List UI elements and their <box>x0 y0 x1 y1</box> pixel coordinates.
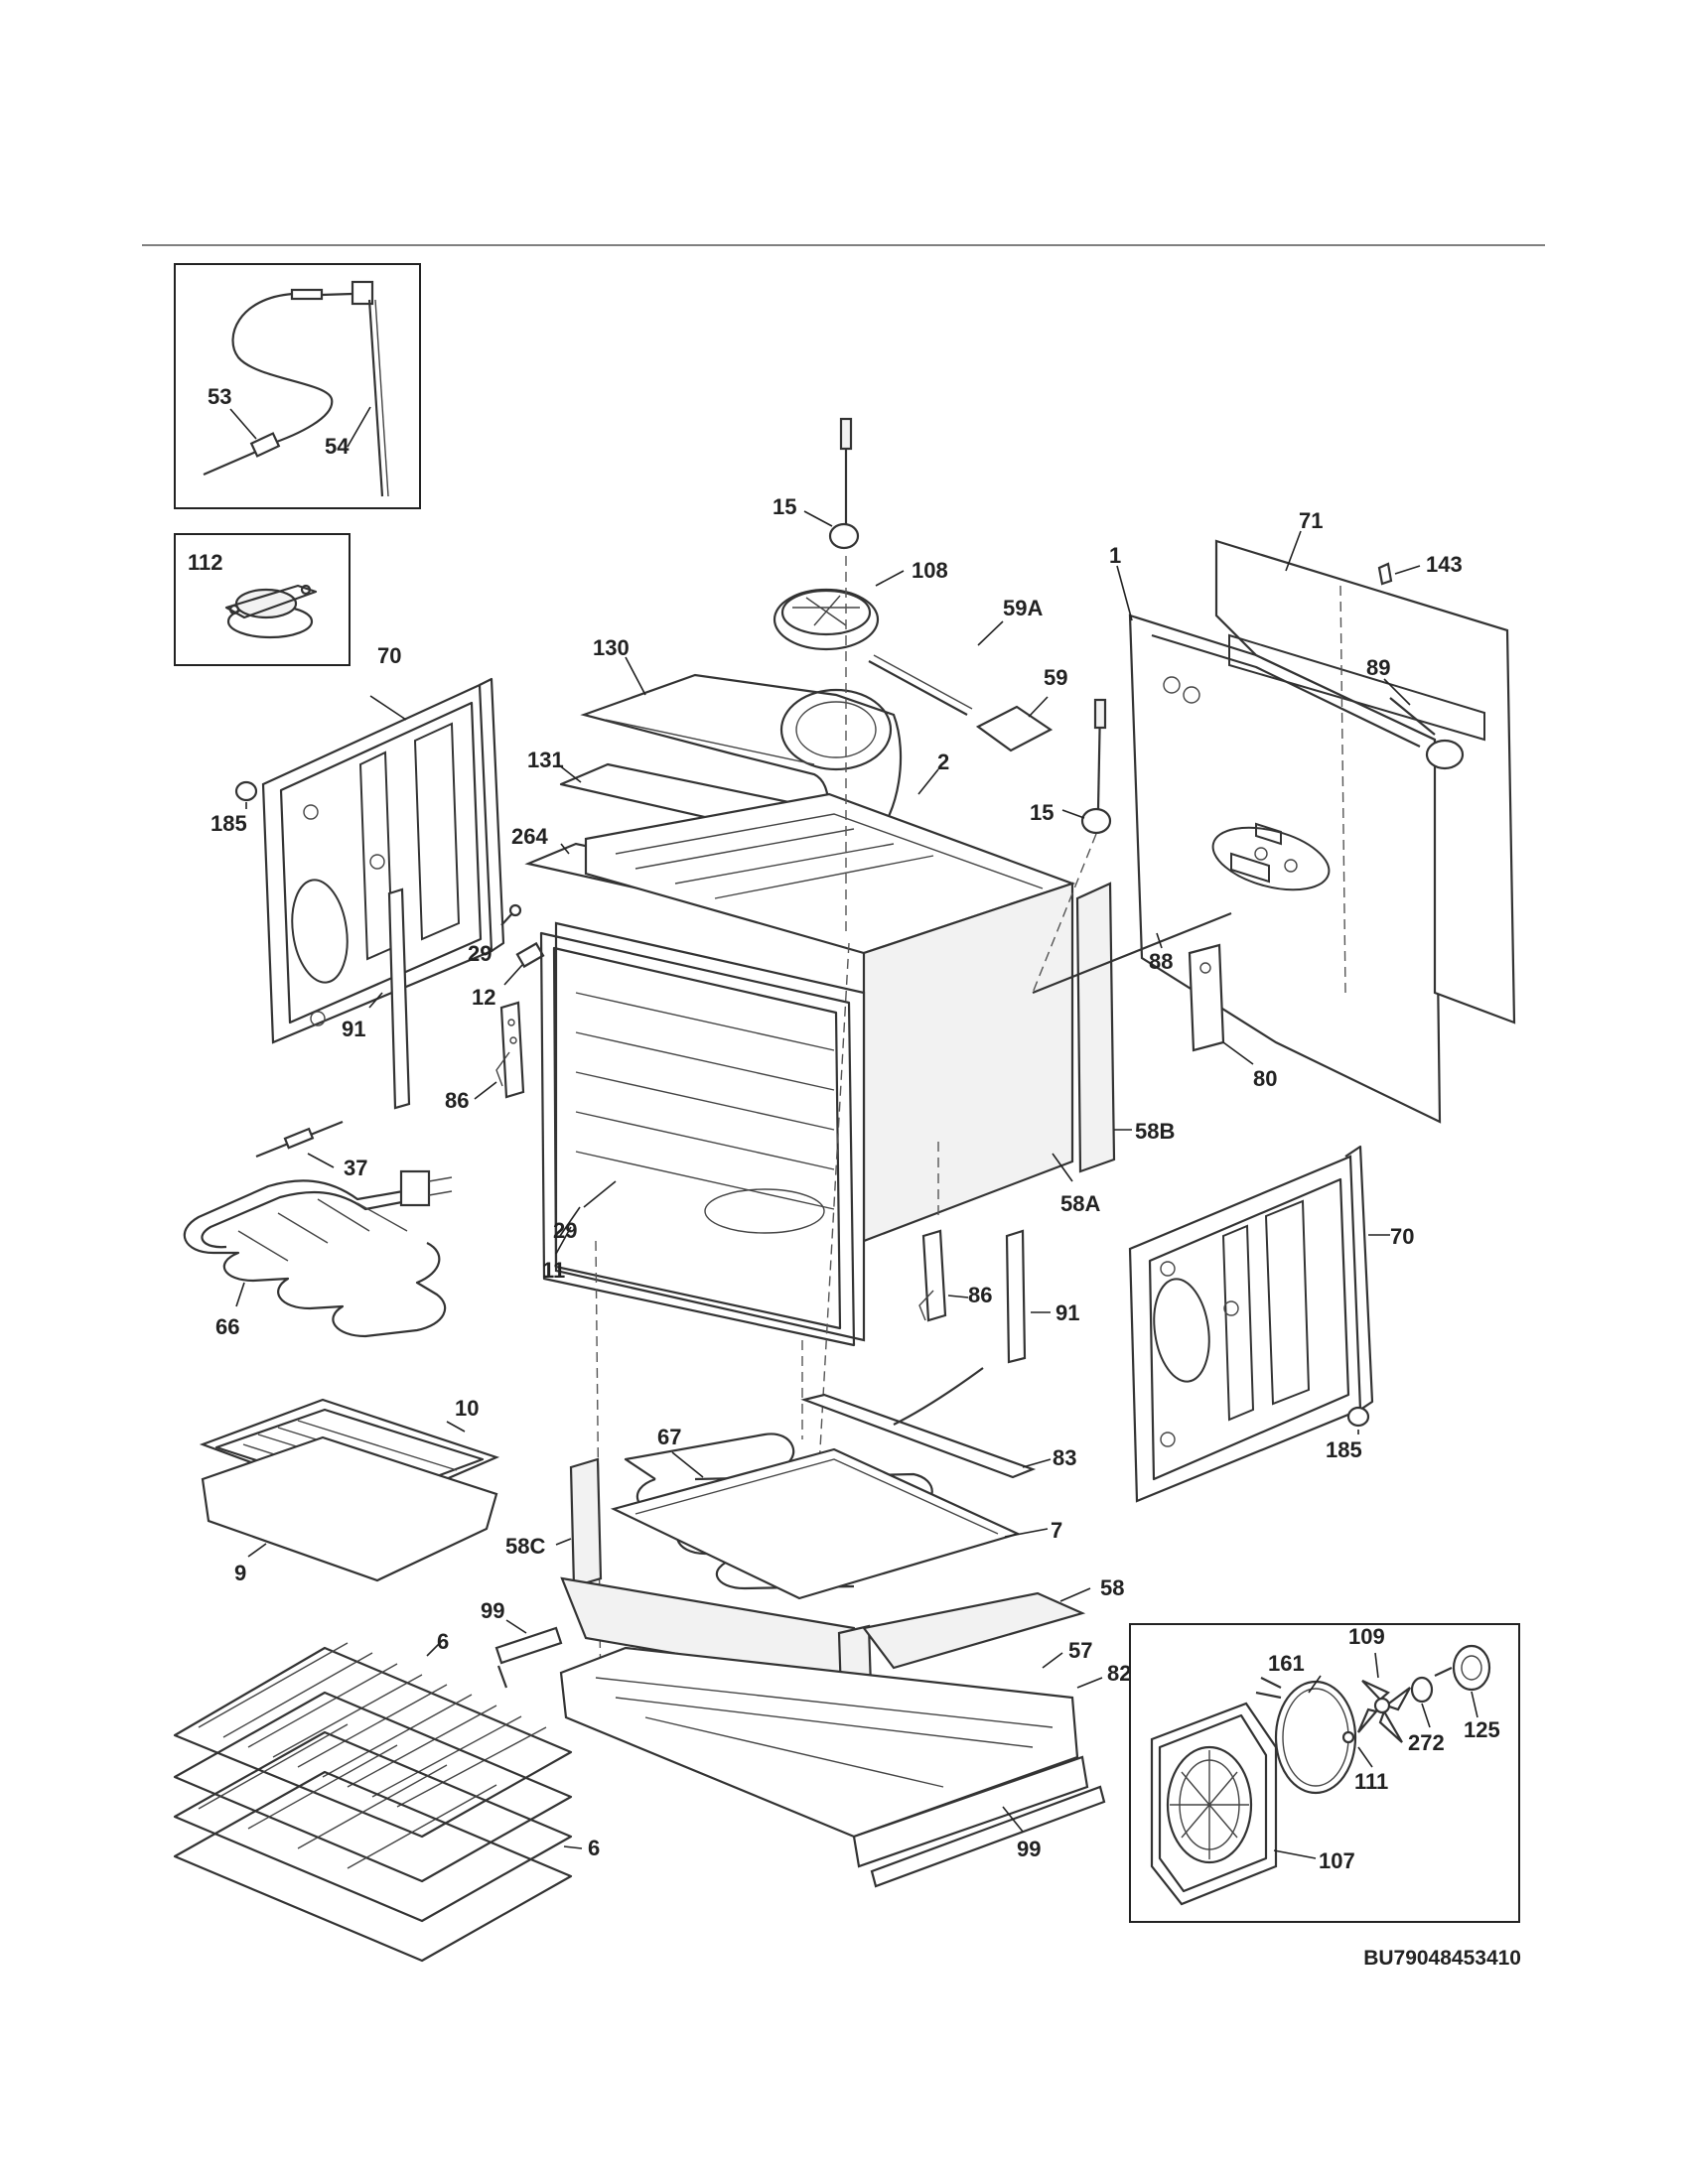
callout-57-label: 57 <box>1068 1638 1092 1663</box>
bottom-panel-7: 7 <box>610 1447 1062 1600</box>
leveling-leg-99-left: 99 <box>481 1598 563 1689</box>
callout-29-mid-label: 29 <box>553 1218 577 1243</box>
temp-sensor-15-top: 15 <box>773 417 860 550</box>
callout-6-right-label: 6 <box>588 1836 600 1860</box>
screw-29-top: 29 <box>468 903 522 966</box>
hinge-86-right: 86 <box>918 1229 992 1322</box>
insulation-58: 58 <box>862 1575 1124 1670</box>
callout-83-label: 83 <box>1053 1445 1076 1470</box>
nut-111: 111 <box>1341 1730 1388 1794</box>
callout-70-right-label: 70 <box>1390 1224 1414 1249</box>
callout-91-right-label: 91 <box>1055 1300 1079 1325</box>
back-panel-71: 71 <box>1214 508 1516 1024</box>
insulation-58A: 58A <box>1052 1153 1100 1216</box>
callout-272-label: 272 <box>1408 1730 1445 1755</box>
callout-264-label: 264 <box>511 824 548 849</box>
trim-83: 83 <box>800 1367 1076 1479</box>
callout-67-label: 67 <box>657 1425 681 1449</box>
callout-11-label: 11 <box>542 1258 565 1283</box>
callout-88-label: 88 <box>1149 949 1173 974</box>
callout-161-label: 161 <box>1268 1651 1305 1676</box>
callout-15-top-label: 15 <box>773 494 796 519</box>
callout-10-label: 10 <box>455 1396 479 1421</box>
right-side-panel: 70 185 <box>1128 1145 1414 1503</box>
wire-88: 88 <box>1032 911 1232 995</box>
rail-99-bottom: 99 <box>870 1785 1106 1888</box>
callout-82-label: 82 <box>1107 1661 1131 1686</box>
callout-111-label: 111 <box>1354 1769 1388 1794</box>
callout-2-label: 2 <box>937 750 949 774</box>
callout-37-label: 37 <box>344 1156 367 1180</box>
callout-58B-label: 58B <box>1135 1119 1175 1144</box>
callout-112-label: 112 <box>188 550 223 575</box>
callout-58C-label: 58C <box>505 1534 545 1559</box>
callout-99-bottom-label: 99 <box>1017 1837 1041 1861</box>
callout-53-label: 53 <box>208 384 231 409</box>
callout-54-label: 54 <box>325 434 350 459</box>
callout-66-label: 66 <box>215 1314 239 1339</box>
callout-125-label: 125 <box>1464 1717 1500 1742</box>
insulation-58B: 58B <box>1075 882 1175 1173</box>
inset-probe-box: 53 54 <box>174 263 421 509</box>
left-side-panel: 70 185 91 <box>211 643 505 1110</box>
callout-1-label: 1 <box>1109 543 1121 568</box>
callout-71-label: 71 <box>1299 508 1323 533</box>
broil-element-66: 66 <box>183 1169 453 1339</box>
callout-54: 54 <box>325 434 350 459</box>
callout-91-left-label: 91 <box>342 1017 365 1041</box>
callout-9-label: 9 <box>234 1561 246 1585</box>
fan-motor-125: 125 <box>1434 1644 1500 1742</box>
callout-6-top-label: 6 <box>437 1629 449 1654</box>
callout-131-label: 131 <box>527 748 564 772</box>
vent-duct-130: 130 <box>580 635 903 851</box>
fan-cover-107: 107 <box>1150 1702 1355 1906</box>
oven-cavity-body: 29 11 <box>539 882 1074 1347</box>
sensor-37: 37 <box>255 1120 367 1180</box>
callout-89-label: 89 <box>1366 655 1390 680</box>
rod-59A: 59A <box>868 596 1043 716</box>
callout-15-right-label: 15 <box>1030 800 1054 825</box>
motor-89: 89 <box>1366 655 1465 770</box>
inset-thermostat-box: 112 <box>174 533 351 666</box>
bracket-59: 59 <box>975 665 1067 752</box>
callout-185-left-label: 185 <box>211 811 247 836</box>
callout-53: 53 <box>208 384 231 409</box>
callout-12-label: 12 <box>472 985 495 1010</box>
callout-29-top-label: 29 <box>468 941 492 966</box>
clip-143: 143 <box>1377 552 1463 586</box>
fan-blade-109: 109 <box>1348 1624 1411 1743</box>
callout-70-left-label: 70 <box>377 643 401 668</box>
fan-motor-108: 108 <box>773 558 948 651</box>
callout-59-label: 59 <box>1044 665 1067 690</box>
hinge-86-left: 86 <box>445 1001 525 1113</box>
chassis-bottom-57: 57 <box>559 1638 1092 1839</box>
callout-99-left-label: 99 <box>481 1598 504 1623</box>
callout-86-right-label: 86 <box>968 1283 992 1307</box>
callout-58-label: 58 <box>1100 1575 1124 1600</box>
callout-107-label: 107 <box>1319 1848 1355 1873</box>
callout-86-left-label: 86 <box>445 1088 469 1113</box>
plug-12: 12 <box>472 941 545 1010</box>
callout-59A-label: 59A <box>1003 596 1043 620</box>
inset-convection-fan-box: 107 161 109 111 272 <box>1129 1623 1520 1923</box>
callout-185-right-label: 185 <box>1326 1437 1362 1462</box>
diagram-code: BU79048453410 <box>1363 1947 1521 1970</box>
broiler-pan: 10 9 <box>199 1396 500 1585</box>
oven-racks: 6 6 <box>173 1629 600 1963</box>
callout-7-label: 7 <box>1051 1518 1062 1543</box>
temp-sensor-15-right: 15 <box>1030 698 1112 835</box>
callout-130-label: 130 <box>593 635 630 660</box>
gasket-91-right: 91 <box>1005 1229 1079 1364</box>
bracket-82: 82 <box>852 1661 1131 1868</box>
callout-58A-label: 58A <box>1060 1191 1100 1216</box>
callout-108-label: 108 <box>912 558 948 583</box>
callout-143-label: 143 <box>1426 552 1463 577</box>
bracket-80: 80 <box>1188 943 1277 1091</box>
spacer-272: 272 <box>1408 1676 1445 1755</box>
callout-80-label: 80 <box>1253 1066 1277 1091</box>
callout-109-label: 109 <box>1348 1624 1385 1649</box>
